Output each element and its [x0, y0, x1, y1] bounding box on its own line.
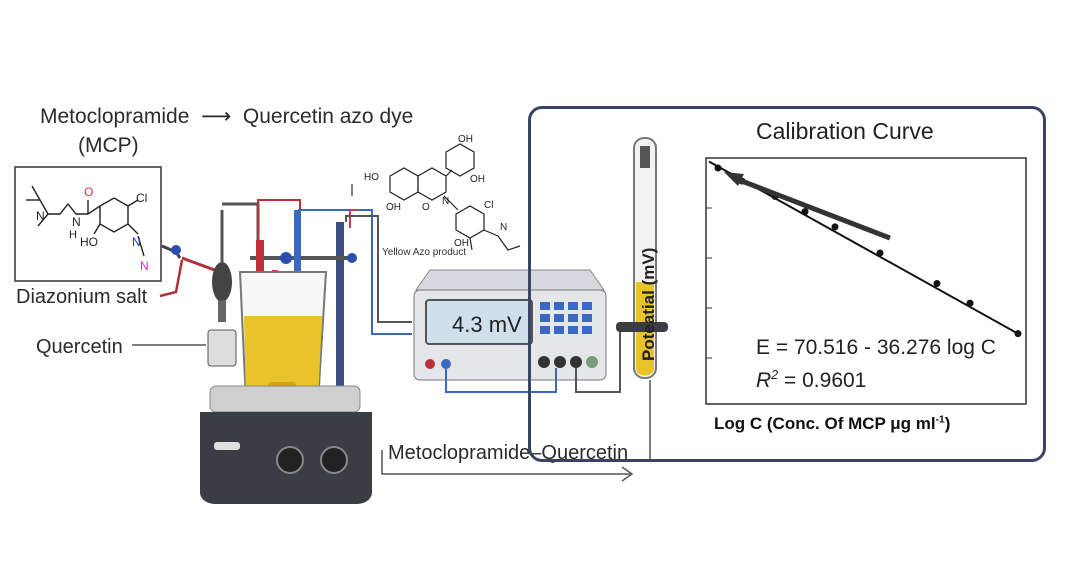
complex-label: Metoclopramide–Quercetin: [388, 442, 629, 464]
diazonium-label: Diazonium salt: [16, 286, 148, 308]
atom-n3: N: [132, 235, 141, 249]
azo-o: O: [422, 202, 430, 213]
data-point: [966, 299, 974, 307]
r2-value: = 0.9601: [778, 369, 867, 392]
reaction-end-label: Quercetin azo dye: [242, 105, 414, 128]
atom-o: O: [84, 185, 93, 199]
y-axis-label: Poteatial (mV): [639, 247, 658, 361]
diazonium-structure: N N H O Cl HO N N: [14, 166, 162, 282]
x-axis-label-main: Log C (Conc. Of MCP μg ml: [714, 414, 936, 433]
data-point: [831, 223, 839, 231]
reaction-title: Metoclopramide ⟶ Quercetin azo dye: [40, 104, 413, 129]
x-axis-label: Log C (Conc. Of MCP μg ml-1): [714, 414, 950, 434]
trend-arrowhead: [724, 172, 744, 186]
azo-product-structure: HO OH OH OH O Cl N N OH: [364, 134, 521, 251]
reaction-start-label: Metoclopramide: [40, 105, 190, 128]
meter-reading: 4.3 mV: [452, 312, 522, 337]
r2-prefix: R: [756, 369, 772, 392]
chart-title: Calibration Curve: [756, 118, 934, 144]
azo-ho-1: HO: [364, 172, 379, 183]
mcp-label: (MCP): [78, 134, 139, 157]
azo-n1: N: [442, 196, 449, 207]
equation-label: E = 70.516 - 36.276 log C: [756, 336, 996, 359]
azo-oh-4: OH: [454, 238, 469, 249]
atom-n1: N: [36, 209, 45, 223]
r2-label: R2 = 0.9601: [756, 368, 866, 393]
x-axis-label-end: ): [944, 414, 951, 433]
calibration-panel: [528, 106, 1046, 462]
calibration-chart: [705, 157, 1027, 405]
r2-sup: 2: [771, 368, 779, 382]
azo-oh-3: OH: [386, 202, 401, 213]
reaction-arrow: ⟶: [195, 105, 238, 128]
azo-n2: N: [500, 222, 507, 233]
atom-n2: N: [72, 215, 81, 229]
atom-cl: Cl: [136, 191, 147, 205]
data-point: [714, 164, 722, 172]
azo-oh-2: OH: [470, 174, 485, 185]
plot-frame: [705, 157, 1027, 405]
trend-arrow: [733, 175, 891, 241]
azo-oh-1: OH: [458, 134, 473, 145]
data-point: [933, 280, 941, 288]
quercetin-label: Quercetin: [36, 336, 123, 358]
atom-h: H: [69, 229, 77, 241]
azo-cl: Cl: [484, 200, 493, 211]
data-point: [801, 208, 809, 216]
atom-ho: HO: [80, 235, 98, 249]
azo-product-label: Yellow Azo product: [382, 247, 467, 258]
data-point: [876, 249, 884, 257]
data-point: [1014, 330, 1022, 338]
x-axis-label-sup: -1: [935, 414, 945, 426]
atom-n4: N: [140, 259, 149, 273]
